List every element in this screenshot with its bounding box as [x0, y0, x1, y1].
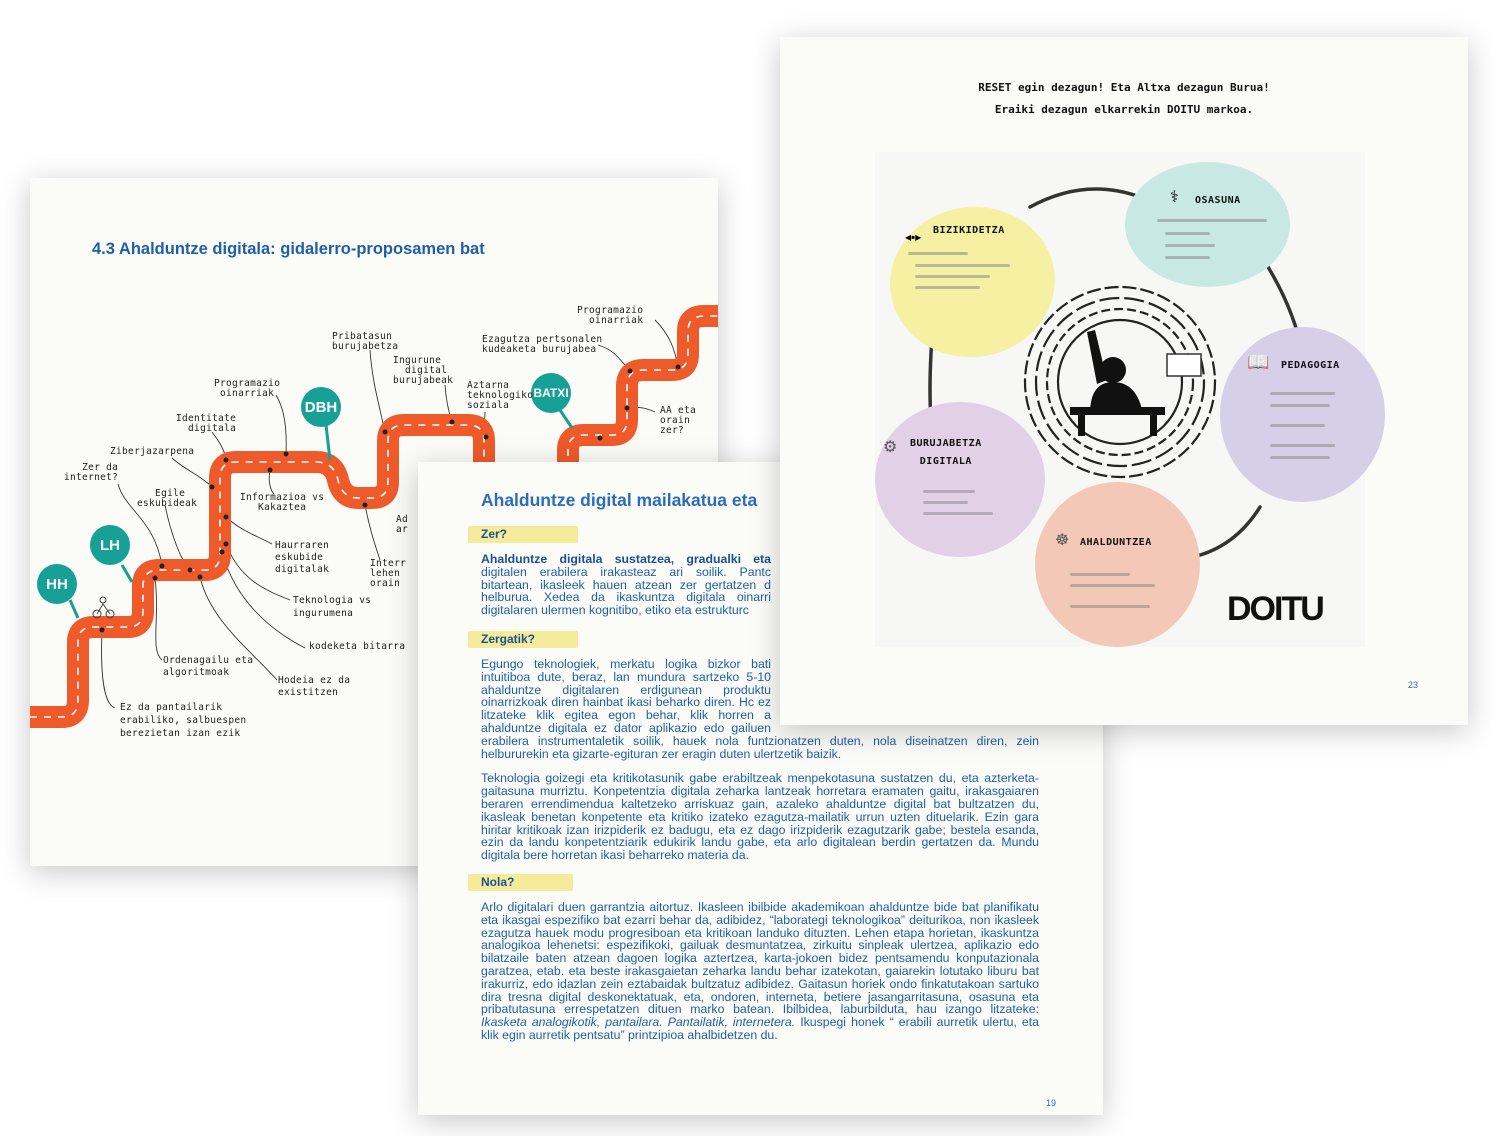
stethoscope-icon: ⚕: [1170, 189, 1179, 206]
heading-nola: Nola?: [468, 873, 573, 891]
label-pantailarik: Ez da pantailarik erabiliko, salbuespen …: [120, 702, 247, 739]
paragraph-zergatik-1: Egungo teknologiek, merkatu logika bizko…: [481, 656, 1039, 761]
label-partial-ad: Ad ar: [396, 514, 409, 535]
blurred-text-line: [915, 275, 990, 278]
badge-batxi: BATXI: [531, 373, 571, 413]
label-aztarna: Aztarna teknologiko soziala: [467, 380, 534, 411]
paragraph-zergatik-2: Teknologia goizegi eta kritikotasunik ga…: [481, 771, 1039, 863]
blurred-text-line: [923, 501, 968, 504]
page-23: RESET egin dezagun! Eta Altxa dezagun Bu…: [780, 37, 1468, 725]
paragraph-nola: Arlo digitalari duen garrantzia aitortuz…: [481, 901, 1039, 1042]
blurred-text-line: [908, 252, 968, 255]
label-pribatasun: Pribatasun burujabetza: [332, 331, 399, 352]
heading-zer: Zer?: [468, 526, 578, 543]
brain-icon: ☸: [1055, 532, 1070, 549]
doitu-logo: DOITU: [1227, 590, 1325, 628]
label-programazio-2: Programazio oinarriak: [577, 305, 644, 326]
badge-lh: LH: [90, 525, 130, 565]
pillar-title: BIZIKIDETZA: [933, 225, 1005, 236]
label-egile: Egile eskubideak: [137, 488, 198, 509]
body-text: Arlo digitalari duen garrantzia aitortuz…: [481, 899, 1039, 1017]
blurred-text-line: [1070, 573, 1130, 576]
blurred-text-line: [1270, 456, 1330, 459]
pillar-title: PEDAGOGIA: [1281, 360, 1340, 371]
paragraph-zer: Ahalduntze digitala sustatzea, gradualki…: [481, 553, 1039, 617]
page-19: Ahalduntze digital mailakatua eta Zer? A…: [418, 462, 1103, 1115]
label-teknologia: Teknologia vs ingurumena: [293, 595, 372, 619]
blurred-text-line: [1270, 404, 1330, 407]
page-number: 23: [1408, 680, 1419, 690]
label-hodeia: Hodeia ez da existitzen: [278, 675, 351, 698]
label-informazioa: Informazioa vs Kakaztea: [240, 492, 325, 513]
blurred-text-line: [915, 264, 1010, 267]
body-text: Ikuspegi honek “ erabili aurretik ulertu…: [481, 1015, 1040, 1042]
header-line-2: Eraiki dezagun elkarrekin DOITU markoa.: [994, 103, 1254, 116]
blurred-text-line: [1070, 584, 1155, 587]
label-programazio-1: Programazio oinarriak: [214, 378, 281, 399]
pillar-burujabetza: [875, 402, 1045, 557]
page-body: Zer? Ahalduntze digitala sustatzea, grad…: [468, 526, 1039, 1054]
road-illustration: [30, 305, 718, 728]
blurred-text-line: [923, 490, 975, 493]
blurred-text-line: [1270, 392, 1335, 395]
badge-hh: HH: [37, 564, 77, 604]
label-ingurune: Ingurune digital burujabeak: [393, 355, 454, 386]
blurred-text-line: [1165, 232, 1210, 235]
page-header: RESET egin dezagun! Eta Altxa dezagun Bu…: [780, 77, 1468, 121]
blurred-text-line: [923, 512, 993, 515]
blurred-text-line: [1270, 444, 1335, 447]
label-aa-eta: AA eta orain zer?: [660, 405, 697, 436]
blurred-text-line: [1165, 256, 1210, 259]
blurred-text-line: [1070, 605, 1150, 608]
pillar-title: AHALDUNTZEA: [1080, 537, 1152, 548]
doitu-diagram: BIZIKIDETZA ◂▪▸ OSASUNA ⚕ PEDAGOGIA 📖 AH…: [875, 152, 1385, 647]
book-icon: 📖: [1247, 352, 1270, 372]
pillar-pedagogia: [1220, 327, 1385, 502]
badge-dbh: DBH: [301, 387, 341, 427]
label-kodeketa: kodeketa bitarra: [309, 641, 406, 652]
blurred-text-line: [1270, 424, 1325, 427]
label-ziberjazarpena: Ziberjazarpena: [110, 446, 195, 457]
page-number: 19: [1046, 1098, 1057, 1108]
pillar-title: OSASUNA: [1195, 195, 1241, 206]
italic-text: Ikasketa analogikotik, pantailara. Panta…: [481, 1015, 796, 1030]
page-title: Ahalduntze digital mailakatua eta: [481, 490, 758, 510]
header-line-1: RESET egin dezagun! Eta Altxa dezagun Bu…: [978, 81, 1270, 94]
body-text: digitalen erabilera irakasteaz ari soili…: [481, 564, 771, 618]
blurred-text-line: [1157, 219, 1267, 222]
label-zer-da-internet: Zer da internet?: [64, 462, 119, 483]
pillar-ahalduntzea: [1035, 482, 1200, 647]
blurred-text-line: [915, 286, 980, 289]
label-partial-interr: Interr lehen orain: [370, 558, 407, 589]
student-silhouette: [1070, 330, 1165, 436]
label-ordenagailu: Ordenagailu eta algoritmoak: [163, 655, 254, 678]
lead-text: Ahalduntze digitala sustatzea, gradualki…: [481, 552, 771, 566]
pillar-osasuna: [1125, 162, 1290, 287]
pillar-title: BURUJABETZA DIGITALA: [910, 438, 982, 467]
blurred-text-line: [1165, 244, 1215, 247]
cyclist-icon: [92, 596, 115, 619]
arrows-icon: ◂▪▸: [905, 230, 922, 244]
heading-zergatik: Zergatik?: [468, 630, 578, 648]
circuit-ring: [1023, 285, 1217, 479]
page-title: 4.3 Ahalduntze digitala: gidalerro-propo…: [92, 240, 485, 258]
gears-icon: ⚙: [883, 439, 898, 456]
label-identitate: Identitate digitala: [176, 413, 237, 434]
label-haurraren: Haurraren eskubide digitalak: [275, 540, 330, 575]
label-ezagutza: Ezagutza pertsonalen kudeaketa burujabea: [482, 334, 603, 355]
